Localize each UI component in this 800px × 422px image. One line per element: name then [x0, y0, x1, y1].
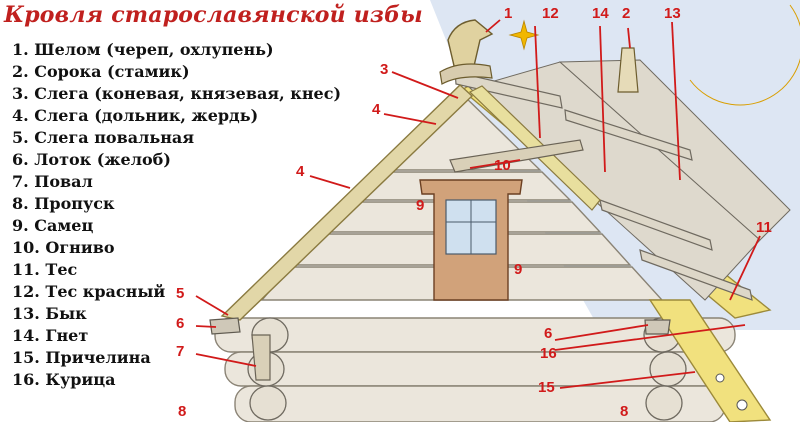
legend-item: 10. Огниво	[12, 238, 115, 257]
roof-poles	[454, 71, 753, 301]
callout-1: 1	[504, 5, 513, 22]
callout-13: 13	[664, 5, 681, 22]
legend-item: 6. Лоток (желоб)	[12, 150, 171, 169]
legend-item: 12. Тес красный	[12, 282, 166, 301]
legend-item: 9. Самец	[12, 216, 94, 235]
callout-11: 11	[756, 219, 772, 236]
callout-16: 16	[540, 345, 557, 362]
legend-item: 11. Тес	[12, 260, 78, 279]
soroka-post	[617, 47, 639, 93]
gutter-left	[209, 317, 241, 335]
star-icon	[508, 19, 540, 51]
leader-lines	[195, 19, 761, 389]
page-title: Кровля старославянской избы	[4, 2, 423, 28]
legend-item: 3. Слега (коневая, князевая, кнес)	[12, 84, 342, 103]
callout-2: 2	[622, 5, 631, 22]
callout-3: 3	[380, 61, 389, 78]
barge-board-left	[220, 84, 474, 321]
legend-item: 8. Пропуск	[12, 194, 115, 213]
window-muntins	[446, 200, 496, 254]
gutter-right	[644, 319, 671, 335]
legend-item: 4. Слега (дольник, жердь)	[12, 106, 259, 125]
horse-head	[447, 19, 494, 71]
callout-8b: 8	[620, 403, 629, 420]
ridge-log	[439, 63, 493, 85]
ognivo	[449, 139, 584, 173]
callout-8a: 8	[178, 403, 187, 420]
legend-item: 2. Сорока (стамик)	[12, 62, 190, 81]
legend-item: 1. Шелом (череп, охлупень)	[12, 40, 274, 59]
callout-15: 15	[538, 379, 555, 396]
legend-item: 16. Курица	[12, 370, 116, 389]
legend-item: 14. Гнет	[12, 326, 89, 345]
callout-7: 7	[176, 343, 185, 360]
callout-6a: 6	[176, 315, 185, 332]
callout-5: 5	[176, 285, 185, 302]
callout-9a: 9	[416, 197, 425, 214]
callout-4a: 4	[372, 101, 381, 118]
legend-list: 1. Шелом (череп, охлупень) 2. Сорока (ст…	[12, 39, 341, 391]
callout-14: 14	[592, 5, 609, 22]
callout-10: 10	[494, 157, 511, 174]
legend-item: 15. Причелина	[12, 348, 151, 367]
legend-item: 13. Бык	[12, 304, 87, 323]
callout-12: 12	[542, 5, 559, 22]
legend-item: 5. Слега повальная	[12, 128, 195, 147]
prichelina-right	[648, 299, 772, 422]
callout-9b: 9	[514, 261, 523, 278]
moon-icon	[689, 4, 800, 106]
callout-4b: 4	[296, 163, 305, 180]
legend-item: 7. Повал	[12, 172, 93, 191]
prichelina-holes	[715, 373, 748, 411]
callout-6b: 6	[544, 325, 553, 342]
